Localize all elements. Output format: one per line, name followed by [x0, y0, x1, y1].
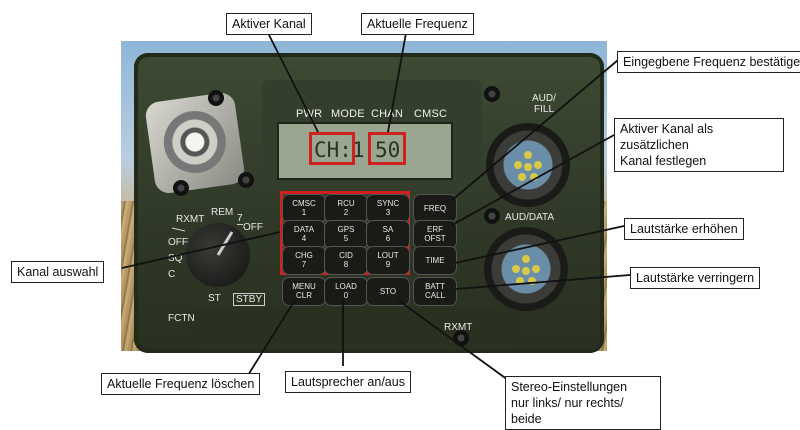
- key-sublabel: 4: [301, 234, 307, 243]
- callout-stereo-line1: Stereo-Einstellungen: [511, 380, 628, 394]
- key-freq[interactable]: FREQ: [414, 195, 456, 222]
- frequency-highlight: [368, 132, 406, 165]
- callout-extra-channel-line1: Aktiver Kanal als zusätzlichen: [620, 122, 714, 152]
- lcd-screen: [277, 122, 453, 180]
- key-sublabel: 5: [343, 234, 349, 243]
- knob-label-c: C: [168, 269, 176, 280]
- knob-label-sq: SQ: [168, 253, 183, 264]
- key-sto[interactable]: STO: [367, 278, 409, 305]
- key-label: GPS: [337, 225, 355, 234]
- key-label: ERF: [427, 225, 443, 234]
- key-label: LOUT: [377, 251, 399, 260]
- key-label: CID: [339, 251, 353, 260]
- key-label: TIME: [425, 256, 445, 265]
- knob-label-rem: REM: [211, 207, 234, 218]
- fctn-label: FCTN: [168, 313, 195, 324]
- rxmt-bottom-label: RXMT: [444, 322, 473, 333]
- callout-current-frequency: Aktuelle Frequenz: [361, 13, 474, 35]
- knob-label-zero-off: OFF: [243, 222, 263, 233]
- screw-icon: [484, 86, 500, 102]
- callout-stereo-line2: nur links/ nur rechts/ beide: [511, 396, 624, 426]
- key-label: DATA: [293, 225, 315, 234]
- knob-label-st: ST: [208, 293, 221, 304]
- key-sublabel: 9: [385, 260, 391, 269]
- key-label: FREQ: [423, 204, 447, 213]
- screw-icon: [238, 172, 254, 188]
- key-time[interactable]: TIME: [414, 247, 456, 274]
- key-label: MENU: [292, 282, 316, 291]
- key-sublabel: OFST: [424, 234, 446, 243]
- aud-data-label: AUD/DATA: [505, 212, 555, 223]
- aud-fill-label: AUD/: [532, 93, 556, 104]
- key-label: BATT: [425, 282, 445, 291]
- key-sublabel: 3: [385, 208, 391, 217]
- callout-lines: [121, 32, 631, 381]
- key-sublabel: 2: [343, 208, 349, 217]
- callout-extra-channel-line2: Kanal festlegen: [620, 154, 707, 168]
- key-label: LOAD: [335, 282, 357, 291]
- key-sublabel: CLR: [295, 291, 312, 300]
- callout-volume-down: Lautstärke verringern: [630, 267, 761, 289]
- active-channel-highlight: [309, 132, 355, 165]
- screw-icon: [173, 180, 189, 196]
- key-sublabel: CALL: [424, 291, 445, 300]
- screw-icon: [484, 208, 500, 224]
- knob-label-rxmt: RXMT: [176, 214, 205, 225]
- callout-stereo: Stereo-Einstellungen nur links/ nur rech…: [505, 376, 661, 430]
- key-label: RCU: [337, 199, 355, 208]
- callout-clear-frequency: Aktuelle Frequenz löschen: [101, 373, 261, 395]
- key-sublabel: 0: [343, 291, 349, 300]
- key-label: CHG: [295, 251, 313, 260]
- callout-speaker: Lautsprecher an/aus: [285, 371, 411, 393]
- key-sublabel: 6: [385, 234, 391, 243]
- display-header-cmsc: CMSC: [414, 108, 448, 120]
- key-sublabel: 1: [301, 208, 307, 217]
- knob-label-seven: 7: [237, 213, 243, 225]
- key-label: SYNC: [376, 199, 400, 208]
- display-header-chan: CHAN: [371, 108, 403, 120]
- key-label: STO: [379, 287, 397, 296]
- knob-label-off: OFF: [168, 237, 188, 248]
- key-label: SA: [382, 225, 394, 234]
- knob-label-stby: STBY: [233, 293, 266, 306]
- aud-fill-label-2: FILL: [534, 104, 555, 115]
- lcd-frequency-value: 50: [375, 138, 401, 162]
- key-sublabel: 7: [301, 260, 307, 269]
- screw-icon: [208, 90, 224, 106]
- callout-volume-up: Lautstärke erhöhen: [624, 218, 744, 240]
- callout-extra-channel: Aktiver Kanal als zusätzlichen Kanal fes…: [614, 118, 784, 172]
- key-sublabel: 8: [343, 260, 349, 269]
- display-header-mode: MODE: [331, 108, 365, 120]
- callout-channel-select: Kanal auswahl: [11, 261, 105, 283]
- knob-pointer: [171, 227, 234, 256]
- callout-confirm-frequency: Eingegbene Frequenz bestätigen: [617, 51, 800, 73]
- key-label: CMSC: [292, 199, 316, 208]
- callout-active-channel: Aktiver Kanal: [226, 13, 312, 35]
- lcd-channel-value: CH:1: [314, 138, 365, 162]
